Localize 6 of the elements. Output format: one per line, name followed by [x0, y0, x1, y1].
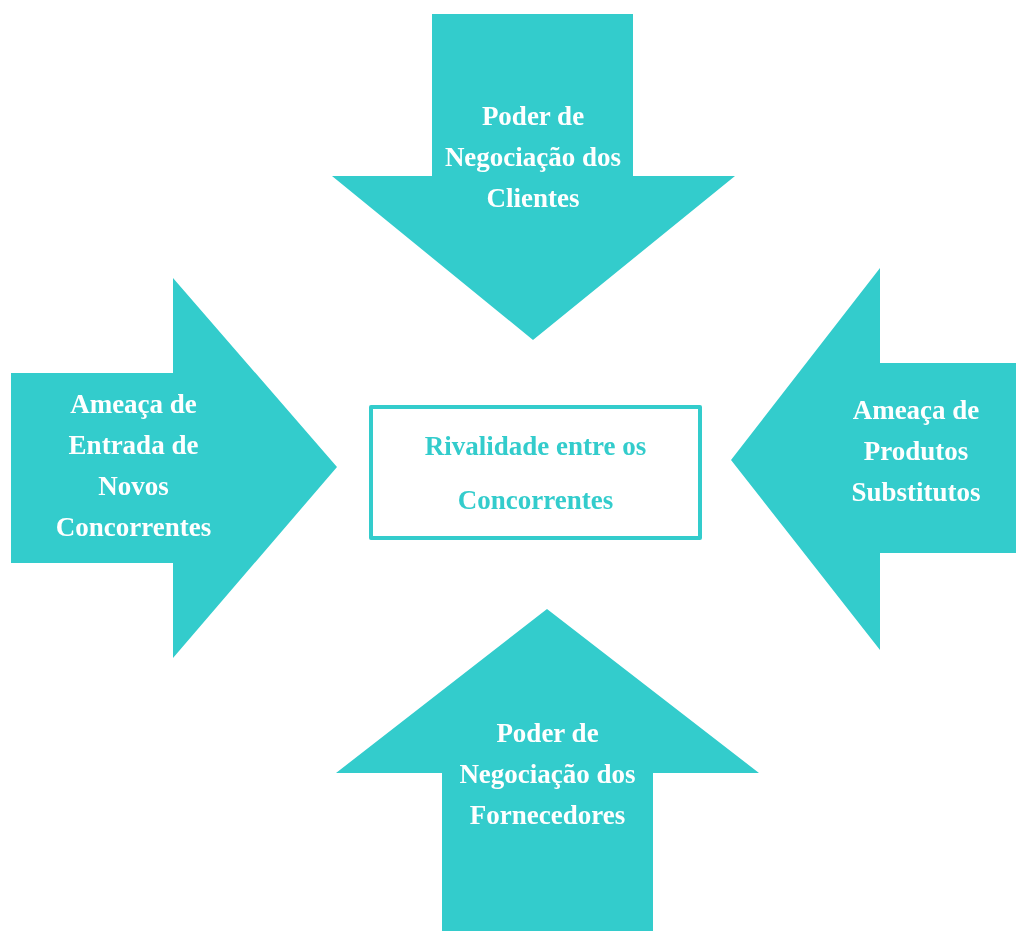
arrow-label: Ameaça de Entrada de Novos Concorrentes [54, 388, 213, 544]
center-label: Rivalidade entre os Concorrentes [423, 430, 648, 517]
center-box [369, 405, 702, 540]
arrow-label: Poder de Negociação dos Clientes [443, 100, 623, 215]
arrow-label: Poder de Negociação dos Fornecedores [458, 717, 637, 832]
arrow-label: Ameaça de Produtos Substitutos [850, 394, 982, 509]
